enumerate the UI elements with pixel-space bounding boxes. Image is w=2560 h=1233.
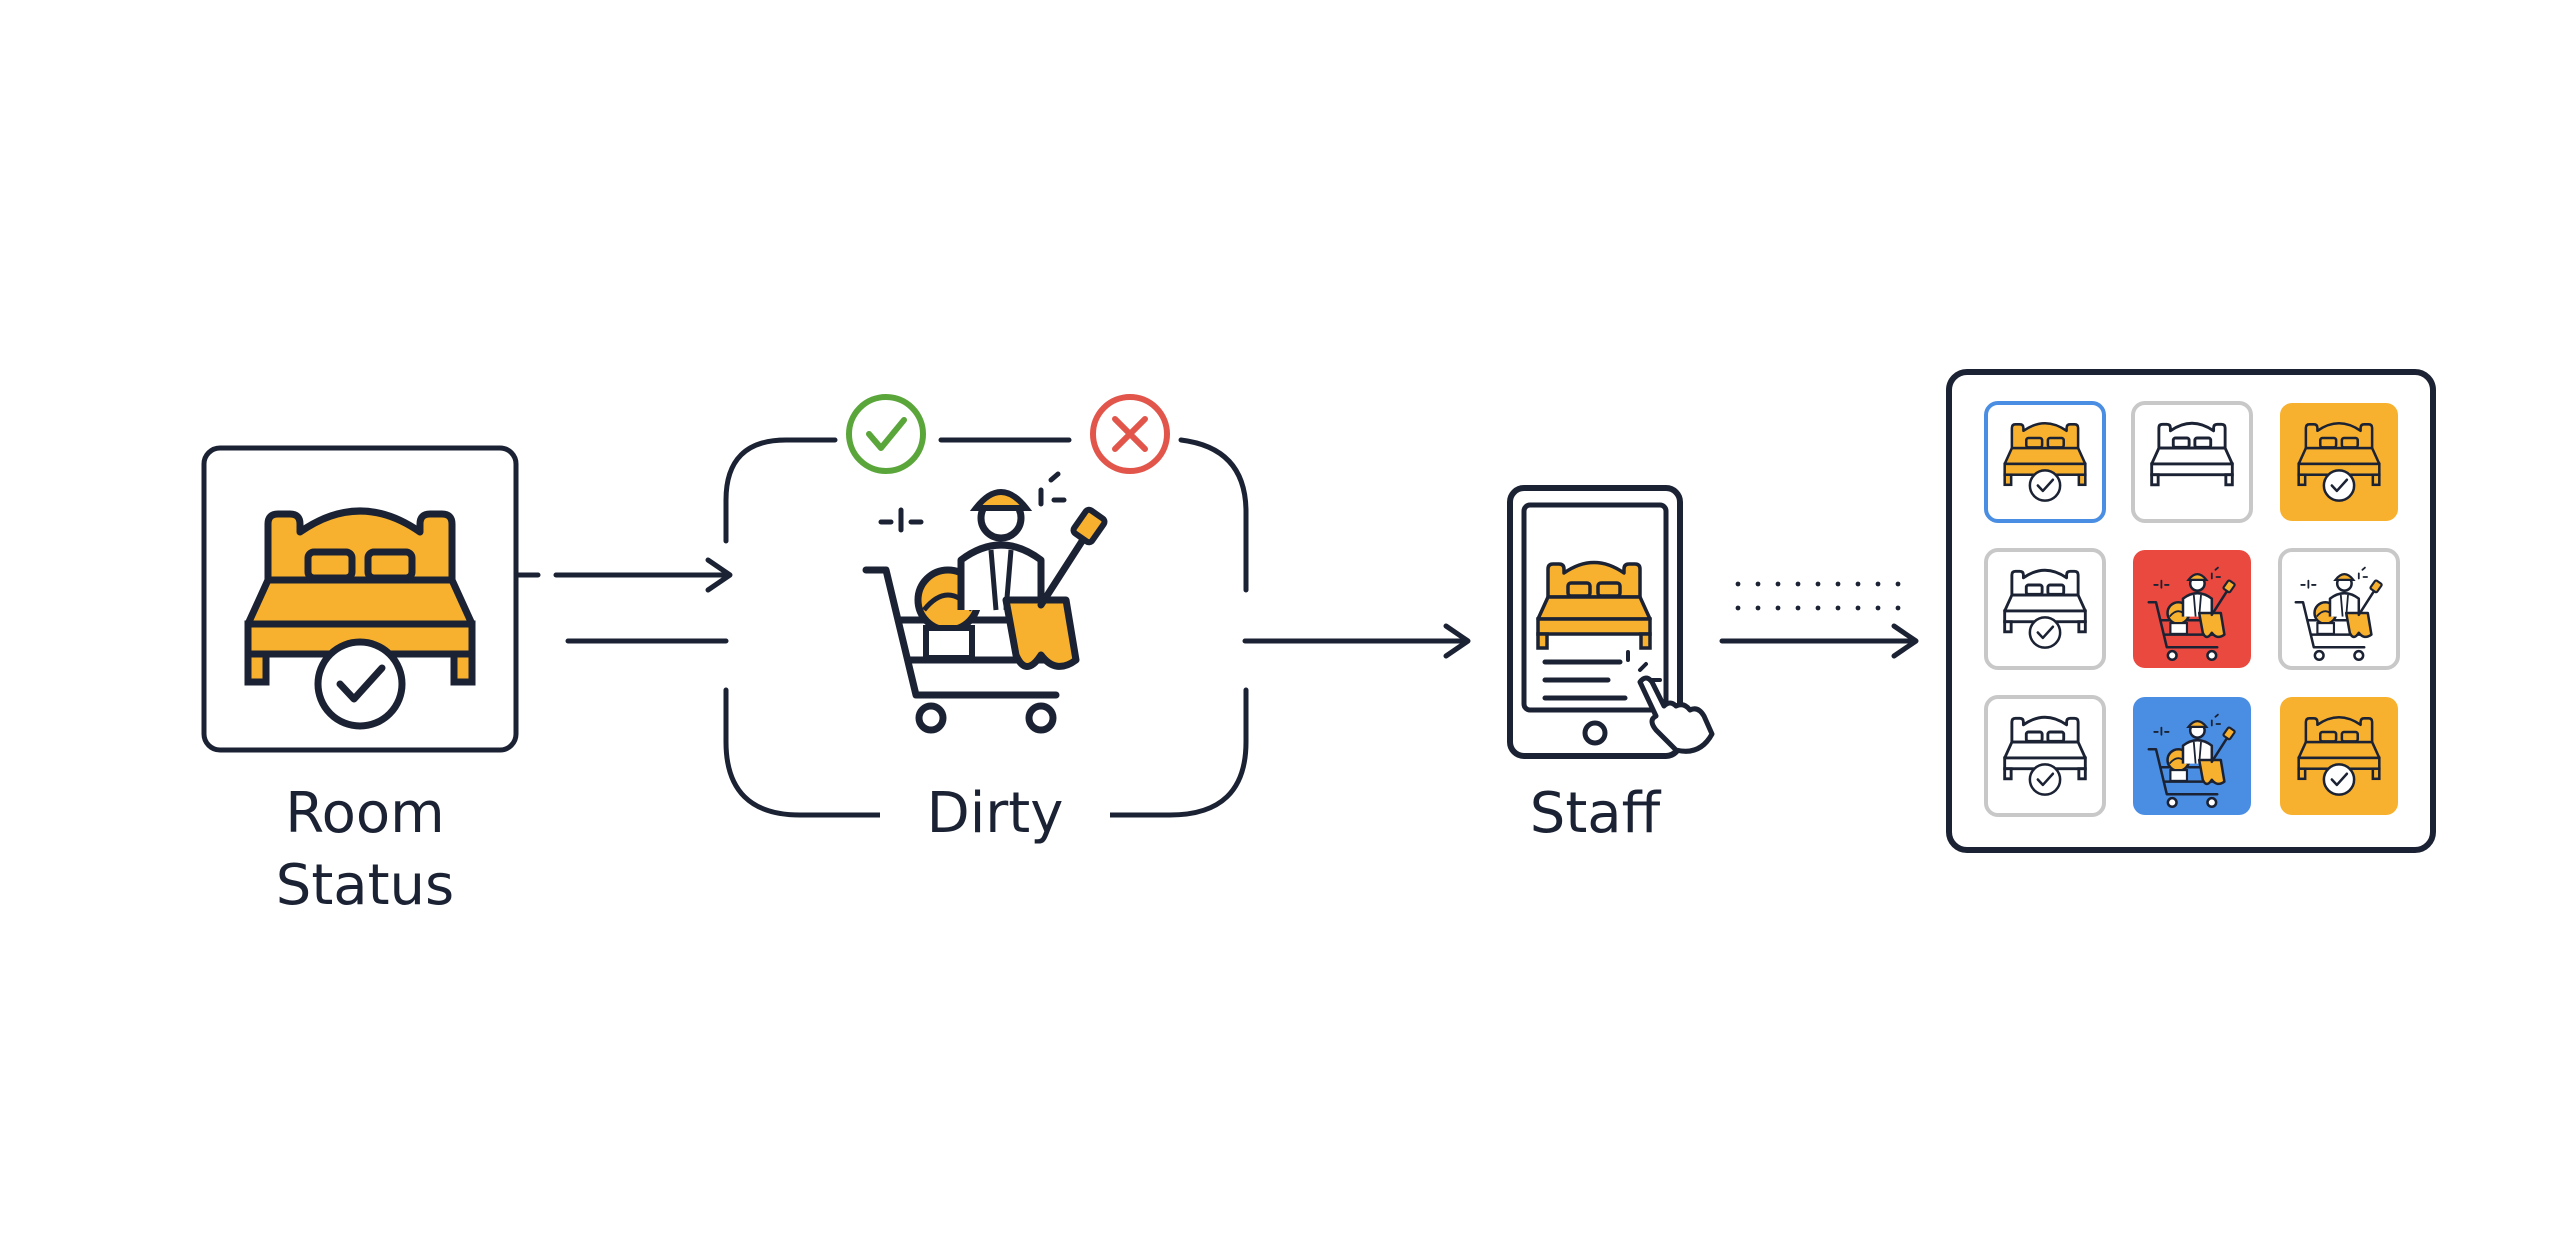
room-status-label-line2: Status xyxy=(275,853,455,918)
dot xyxy=(1895,605,1901,611)
dot xyxy=(1795,581,1801,587)
dot xyxy=(1855,605,1861,611)
dot xyxy=(1795,605,1801,611)
grid-tile[interactable] xyxy=(1984,695,2106,817)
dot xyxy=(1735,605,1741,611)
grid-tile[interactable] xyxy=(2280,697,2398,815)
arrow-room-to-process xyxy=(515,557,733,644)
tablet-tap-icon xyxy=(1507,485,1715,759)
arrow-staff-to-grid xyxy=(1719,581,1919,659)
bed-icon xyxy=(2150,421,2234,487)
grid-tile[interactable] xyxy=(2133,550,2251,668)
dot xyxy=(1835,581,1841,587)
dot xyxy=(1775,581,1781,587)
room-status-label-line1: Room xyxy=(285,781,445,846)
room-status-card xyxy=(201,445,519,753)
dot xyxy=(1735,581,1741,587)
housekeeping-cart-icon xyxy=(866,474,1106,730)
dot xyxy=(1875,581,1881,587)
x-circle-icon xyxy=(1090,394,1170,474)
dot xyxy=(1755,605,1761,611)
room-status-label: Room Status xyxy=(200,778,530,922)
grid-tile[interactable] xyxy=(2278,548,2400,670)
dot xyxy=(1835,605,1841,611)
dot xyxy=(1815,581,1821,587)
check-circle-icon xyxy=(846,394,926,474)
dot xyxy=(1755,581,1761,587)
dot xyxy=(1775,605,1781,611)
dot xyxy=(1855,581,1861,587)
grid-tile[interactable] xyxy=(1984,401,2106,523)
grid-tile[interactable] xyxy=(2131,401,2253,523)
dot xyxy=(1815,605,1821,611)
grid-tile[interactable] xyxy=(2133,697,2251,815)
dirty-process-box xyxy=(723,394,1249,818)
dot xyxy=(1895,581,1901,587)
grid-tile[interactable] xyxy=(2280,403,2398,521)
arrow-process-to-staff xyxy=(1242,623,1471,659)
dot xyxy=(1875,605,1881,611)
room-grid-panel xyxy=(1946,369,2436,853)
staff-label: Staff xyxy=(1529,781,1661,846)
grid-tile[interactable] xyxy=(1984,548,2106,670)
dirty-label: Dirty xyxy=(880,778,1110,850)
